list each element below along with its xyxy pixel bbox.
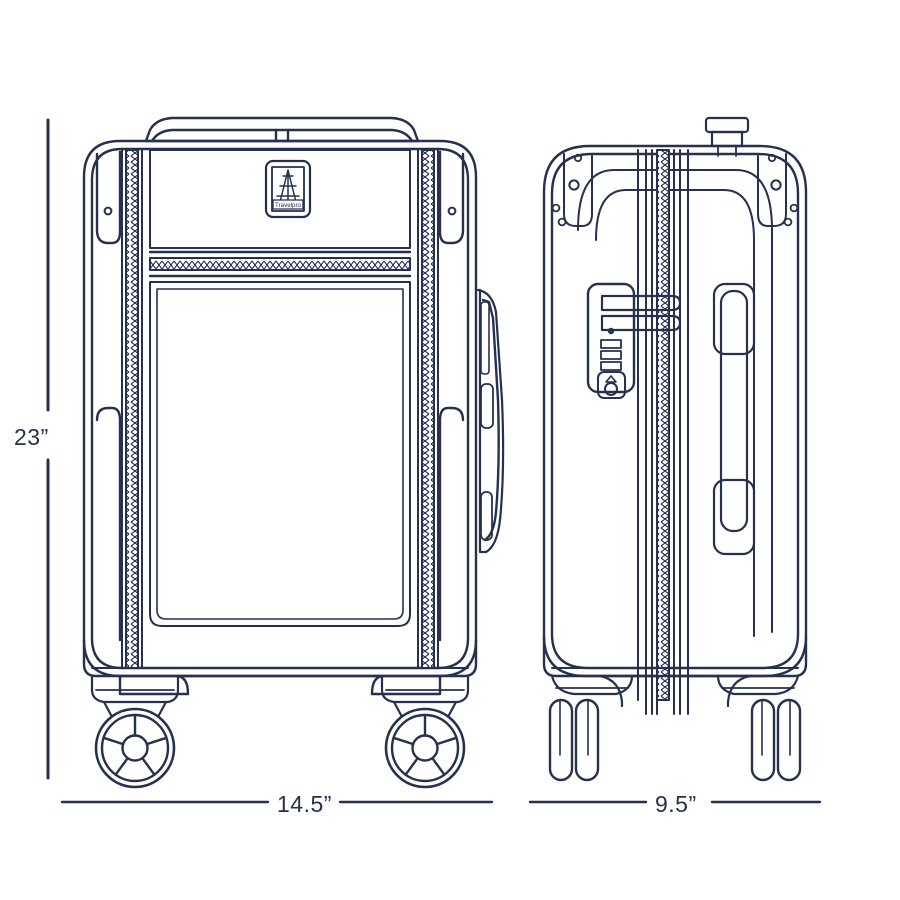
dimension-lines [46, 118, 822, 804]
front-wheel-left [90, 674, 180, 789]
front-view-group: Travelpro [82, 116, 505, 789]
telescoping-handle-post [704, 116, 750, 157]
front-width-dimension-label: 14.5” [277, 791, 332, 817]
side-carry-handle [712, 282, 756, 556]
side-depth-dimension-label: 9.5” [655, 791, 697, 817]
svg-text:Travelpro: Travelpro [275, 202, 301, 209]
front-side-handle [476, 288, 505, 554]
side-wheel-left [548, 674, 634, 782]
travelpro-logo-badge: Travelpro [264, 159, 312, 219]
side-view-group [542, 116, 808, 782]
front-wheel-right [380, 674, 470, 789]
side-wheel-right [716, 674, 802, 782]
tsa-lock [586, 282, 682, 399]
front-top-handle [144, 116, 420, 143]
height-dimension-label: 23” [14, 424, 49, 450]
